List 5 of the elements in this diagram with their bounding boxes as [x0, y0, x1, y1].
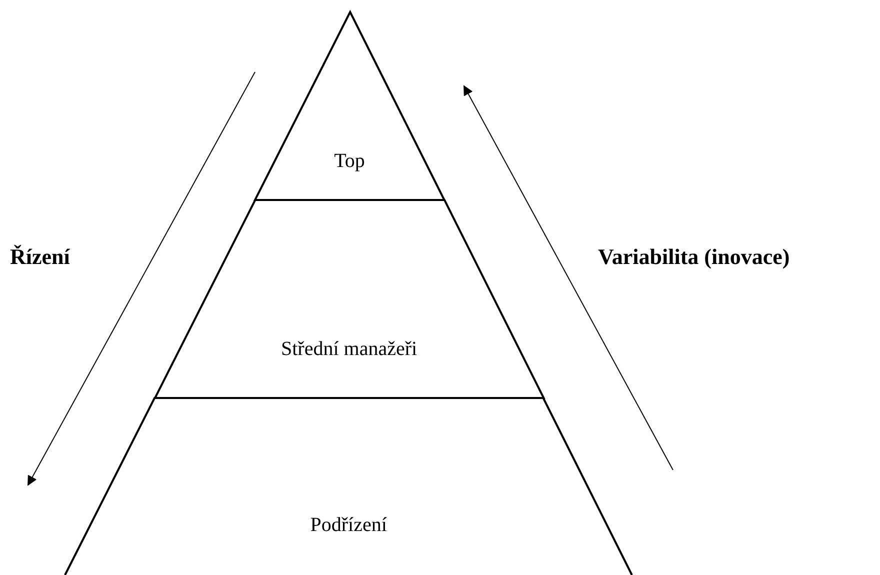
tier-label: Podřízení	[309, 514, 388, 537]
side-label: Variabilita (inovace)	[598, 244, 790, 270]
side-label: Řízení	[10, 244, 70, 270]
tier-label: Střední manažeři	[280, 338, 418, 361]
tier-label: Top	[333, 150, 366, 173]
